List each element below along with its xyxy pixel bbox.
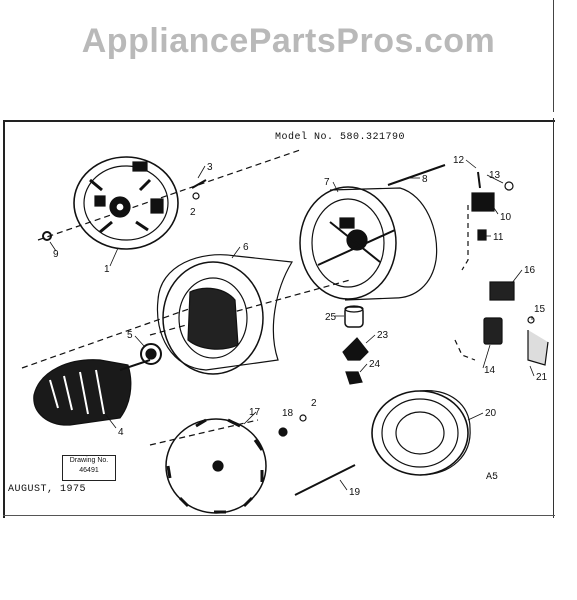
diagram-frame (3, 120, 555, 518)
callout-24: 24 (369, 359, 381, 370)
part-switch-group (471, 171, 549, 366)
part-rotor (33, 359, 151, 426)
callout-6: 6 (243, 242, 249, 253)
part-fan (149, 418, 267, 514)
drawing-number-box: Drawing No. 46491 (62, 455, 116, 481)
callout-12: 12 (453, 155, 465, 166)
callout-4: 4 (118, 427, 124, 438)
top-rule (553, 0, 554, 112)
callout-9: 9 (53, 249, 59, 260)
callout-13: 13 (489, 170, 501, 181)
callout-23: 23 (377, 330, 389, 341)
leader-lines (49, 159, 535, 491)
callout-11: 11 (493, 232, 504, 243)
callout-16: 16 (524, 265, 536, 276)
callout-2: 2 (190, 207, 196, 218)
callout-labels: 1 2 3 9 4 5 6 7 8 10 11 12 13 14 15 16 1… (53, 155, 548, 498)
model-number: Model No. 580.321790 (275, 132, 406, 143)
callout-10: 10 (500, 212, 512, 223)
callout-3: 3 (207, 162, 213, 173)
page-id: A5 (486, 472, 499, 483)
callout-14: 14 (484, 365, 496, 376)
callout-7: 7 (324, 177, 330, 188)
callout-20: 20 (485, 408, 497, 419)
drawing-number-value: 46491 (79, 467, 99, 474)
frame-bottom-edge (3, 515, 555, 516)
part-main-housing (299, 186, 438, 301)
part-fan-shroud (371, 390, 471, 476)
callout-15: 15 (534, 304, 546, 315)
drawing-date: AUGUST, 1975 (8, 484, 87, 495)
callout-1: 1 (104, 264, 110, 275)
part-end-bell (73, 156, 179, 250)
callout-19: 19 (349, 487, 361, 498)
callout-21: 21 (536, 372, 548, 383)
part-center-stack (342, 305, 369, 385)
callout-8: 8 (422, 174, 428, 185)
part-bolt-long (294, 464, 356, 496)
part-stator-housing (156, 254, 294, 375)
callout-17: 17 (249, 407, 261, 418)
parts-drawing (21, 149, 549, 514)
part-through-bolt (387, 164, 446, 186)
callout-2b: 2 (311, 398, 317, 409)
frame-right-edge (553, 118, 554, 518)
callout-18: 18 (282, 408, 294, 419)
callout-5: 5 (127, 330, 133, 341)
watermark: AppliancePartsPros.com (81, 22, 496, 60)
callout-25: 25 (325, 312, 337, 323)
part-bearing (140, 343, 162, 365)
drawing-number-label: Drawing No. (69, 457, 109, 464)
